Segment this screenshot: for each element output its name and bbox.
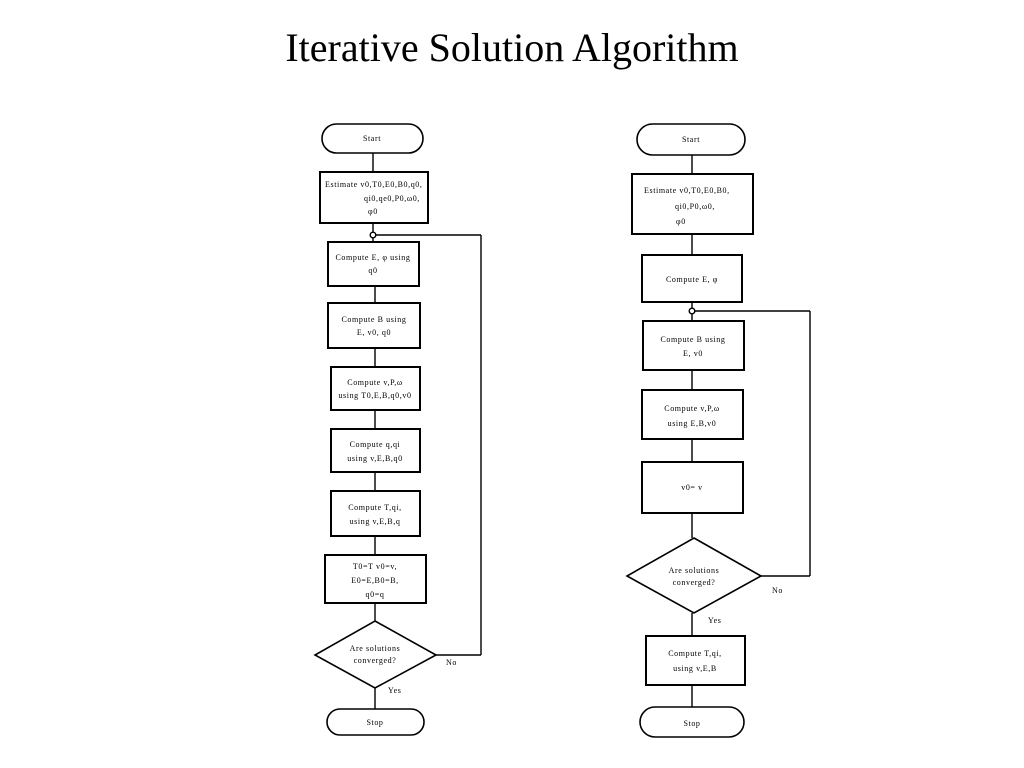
left-update-box [324, 554, 427, 604]
right-estimate-line1: Estimate v0,T0,E0,B0, [644, 186, 730, 195]
right-compute-v-p-omega-box [641, 389, 744, 440]
left-decision-diamond [313, 620, 438, 689]
right-compute-e-phi-box [641, 254, 743, 303]
right-estimate-box [631, 173, 754, 235]
right-decision-line2: converged? [673, 578, 716, 587]
left-start-label: Start [363, 134, 381, 143]
right-compute-b-line2: E, v0 [683, 349, 703, 358]
left-decision-line2: converged? [354, 656, 397, 665]
left-flowchart: Start Estimate v0,T0,E0,B0,q0, qi0,qe0,P… [313, 123, 482, 736]
right-junction-dot [688, 307, 696, 315]
left-compute-b-box [327, 302, 421, 349]
left-junction-dot [369, 231, 377, 239]
right-stop-label: Stop [683, 719, 700, 728]
left-compute-b-line2: E, v0, q0 [357, 328, 391, 337]
right-start-terminal [636, 123, 746, 156]
left-compute-e-phi-box [327, 241, 420, 287]
right-no-label: No [772, 586, 783, 595]
right-update-label: v0= v [681, 483, 703, 492]
right-flowchart: Start Estimate v0,T0,E0,B0, qi0,P0,ω0, φ… [625, 123, 811, 738]
left-yes-label: Yes [388, 686, 401, 695]
right-estimate-line3: φ0 [676, 217, 686, 226]
left-compute-q-box [330, 428, 421, 473]
right-compute-t-line1: Compute T,qi, [668, 649, 722, 658]
page-title: Iterative Solution Algorithm [285, 25, 739, 70]
left-decision-line1: Are solutions [350, 644, 401, 653]
left-estimate-line2: qi0,qe0,P0,ω0, [364, 194, 420, 203]
right-stop-terminal [639, 706, 745, 738]
left-compute-q-line1: Compute q,qi [350, 440, 401, 449]
right-compute-t-line2: using v,E,B [673, 664, 717, 673]
left-compute-v-line2: using T0,E,B,q0,v0 [338, 391, 411, 400]
left-compute-e-phi-line2: q0 [368, 266, 377, 275]
left-no-label: No [446, 658, 457, 667]
left-compute-t-line1: Compute T,qi, [348, 503, 402, 512]
right-compute-t-box [645, 635, 746, 686]
left-compute-v-p-omega-box [330, 366, 421, 411]
right-compute-v-line2: using E,B,v0 [668, 419, 717, 428]
right-decision-diamond [625, 537, 763, 614]
right-compute-e-phi-label: Compute E, φ [666, 275, 718, 284]
left-compute-q-line2: using v,E,B,q0 [347, 454, 402, 463]
left-estimate-box [319, 171, 429, 224]
right-estimate-line2: qi0,P0,ω0, [675, 202, 715, 211]
left-stop-terminal [326, 708, 425, 736]
left-compute-t-line2: using v,E,B,q [350, 517, 401, 526]
left-estimate-line1: Estimate v0,T0,E0,B0,q0, [325, 180, 423, 189]
left-start-terminal [321, 123, 424, 154]
left-estimate-line3: φ0 [368, 207, 378, 216]
left-compute-v-line1: Compute v,P,ω [347, 378, 402, 387]
right-update-box [641, 461, 744, 514]
left-stop-label: Stop [366, 718, 383, 727]
left-update-line2: E0=E,B0=B, [351, 576, 398, 585]
left-compute-e-phi-line1: Compute E, φ using [336, 253, 411, 262]
left-update-line1: T0=T v0=v, [353, 562, 397, 571]
right-start-label: Start [682, 135, 700, 144]
right-compute-v-line1: Compute v,P,ω [664, 404, 719, 413]
right-compute-b-box [642, 320, 745, 371]
left-update-line3: q0=q [366, 590, 385, 599]
right-yes-label: Yes [708, 616, 721, 625]
left-compute-t-box [330, 490, 421, 537]
right-compute-b-line1: Compute B using [660, 335, 725, 344]
left-compute-b-line1: Compute B using [341, 315, 406, 324]
right-decision-line1: Are solutions [669, 566, 720, 575]
